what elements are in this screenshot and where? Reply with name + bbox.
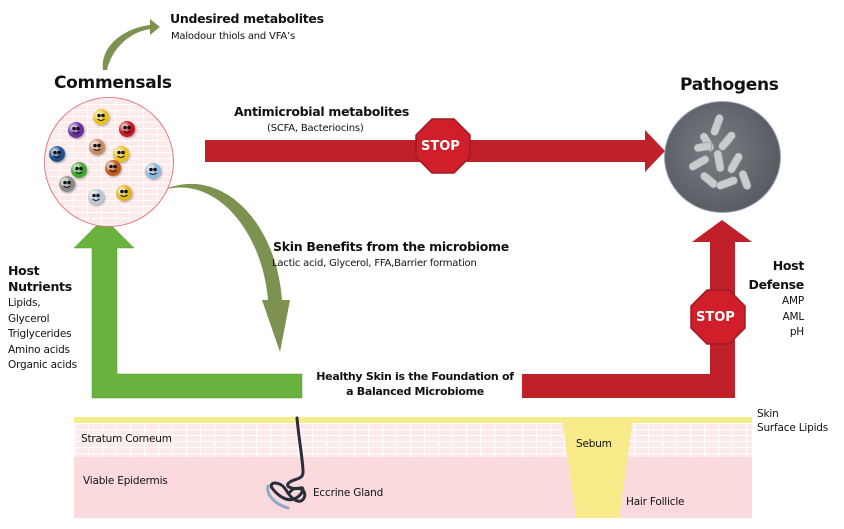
surface-lipids-line2: Surface Lipids	[757, 422, 829, 434]
viable-epidermis-layer	[74, 457, 752, 518]
microbe-smiley-icon	[93, 109, 109, 125]
host-defense-block: Host Defense AMP AML pH	[740, 256, 805, 341]
host-defense-item: pH	[789, 326, 804, 338]
healthy-skin-line1: Healthy Skin is the Foundation of	[316, 370, 514, 383]
host-nutrients-title-line1: Host	[8, 263, 40, 278]
host-nutrient-item: Amino acids	[8, 343, 70, 356]
microbe-smiley-icon	[145, 163, 161, 179]
host-nutrient-item: Glycerol	[8, 312, 50, 325]
host-defense-item: AMP	[782, 295, 804, 307]
pathogens-image	[664, 101, 781, 213]
microbe-smiley-icon	[49, 146, 65, 162]
stop-sign-right-label: STOP	[696, 310, 735, 325]
undesired-metabolites-arrow	[102, 19, 160, 70]
antimicrobial-title: Antimicrobial metabolites	[234, 104, 410, 119]
microbe-smiley-icon	[88, 189, 104, 205]
microbe-smiley-icon	[71, 162, 87, 178]
eccrine-gland-label: Eccrine Gland	[313, 487, 384, 499]
host-nutrient-item: Lipids,	[8, 297, 41, 309]
host-defense-title-line2: Defense	[748, 277, 805, 292]
undesired-metabolites-title: Undesired metabolites	[170, 11, 324, 26]
host-nutrients-title-line2: Nutrients	[8, 279, 72, 294]
commensals-title: Commensals	[54, 73, 172, 93]
microbe-smiley-icon	[105, 160, 121, 176]
skin-benefits-title: Skin Benefits from the microbiome	[273, 239, 509, 254]
antimicrobial-subtitle: (SCFA, Bacteriocins)	[267, 123, 364, 134]
hair-follicle-label: Hair Follicle	[626, 496, 685, 508]
pathogens-title: Pathogens	[680, 75, 779, 95]
microbe-smiley-icon	[116, 185, 132, 201]
host-defense-arrow	[522, 220, 752, 398]
host-defense-title-line1: Host	[772, 258, 805, 273]
host-defense-list: AMP AML pH	[740, 294, 804, 341]
microbe-smiley-icon	[68, 122, 84, 138]
healthy-skin-line2: a Balanced Microbiome	[346, 385, 484, 398]
skin-surface-lipids-label: Skin Surface Lipids	[757, 407, 828, 435]
undesired-metabolites-subtitle: Malodour thiols and VFA’s	[171, 31, 295, 42]
host-nutrient-item: Triglycerides	[8, 328, 72, 340]
microbe-smiley-icon	[119, 121, 135, 137]
surface-lipids-line1: Skin	[757, 408, 779, 420]
host-nutrients-arrow	[73, 217, 303, 399]
microbe-smiley-icon	[89, 139, 105, 155]
healthy-skin-caption: Healthy Skin is the Foundation of a Bala…	[312, 369, 518, 399]
stop-sign-top	[415, 118, 471, 174]
host-defense-item: AML	[782, 310, 805, 323]
host-nutrient-item: Organic acids	[8, 359, 77, 371]
stop-sign-top-label: STOP	[421, 139, 460, 154]
sebum-label: Sebum	[576, 438, 612, 450]
bacteria-cluster-icon	[688, 114, 752, 190]
stratum-corneum-layer	[74, 423, 752, 457]
stop-sign-right	[690, 289, 746, 345]
viable-epidermis-label: Viable Epidermis	[83, 475, 168, 487]
skin-benefits-subtitle: Lactic acid, Glycerol, FFA,Barrier forma…	[272, 258, 477, 269]
microbe-smiley-icon	[113, 146, 129, 162]
skin-benefits-arrow	[163, 183, 290, 352]
stratum-corneum-label: Stratum Corneum	[81, 433, 172, 445]
microbe-smiley-icon	[59, 176, 75, 192]
skin-surface-lipids-layer	[74, 417, 752, 423]
